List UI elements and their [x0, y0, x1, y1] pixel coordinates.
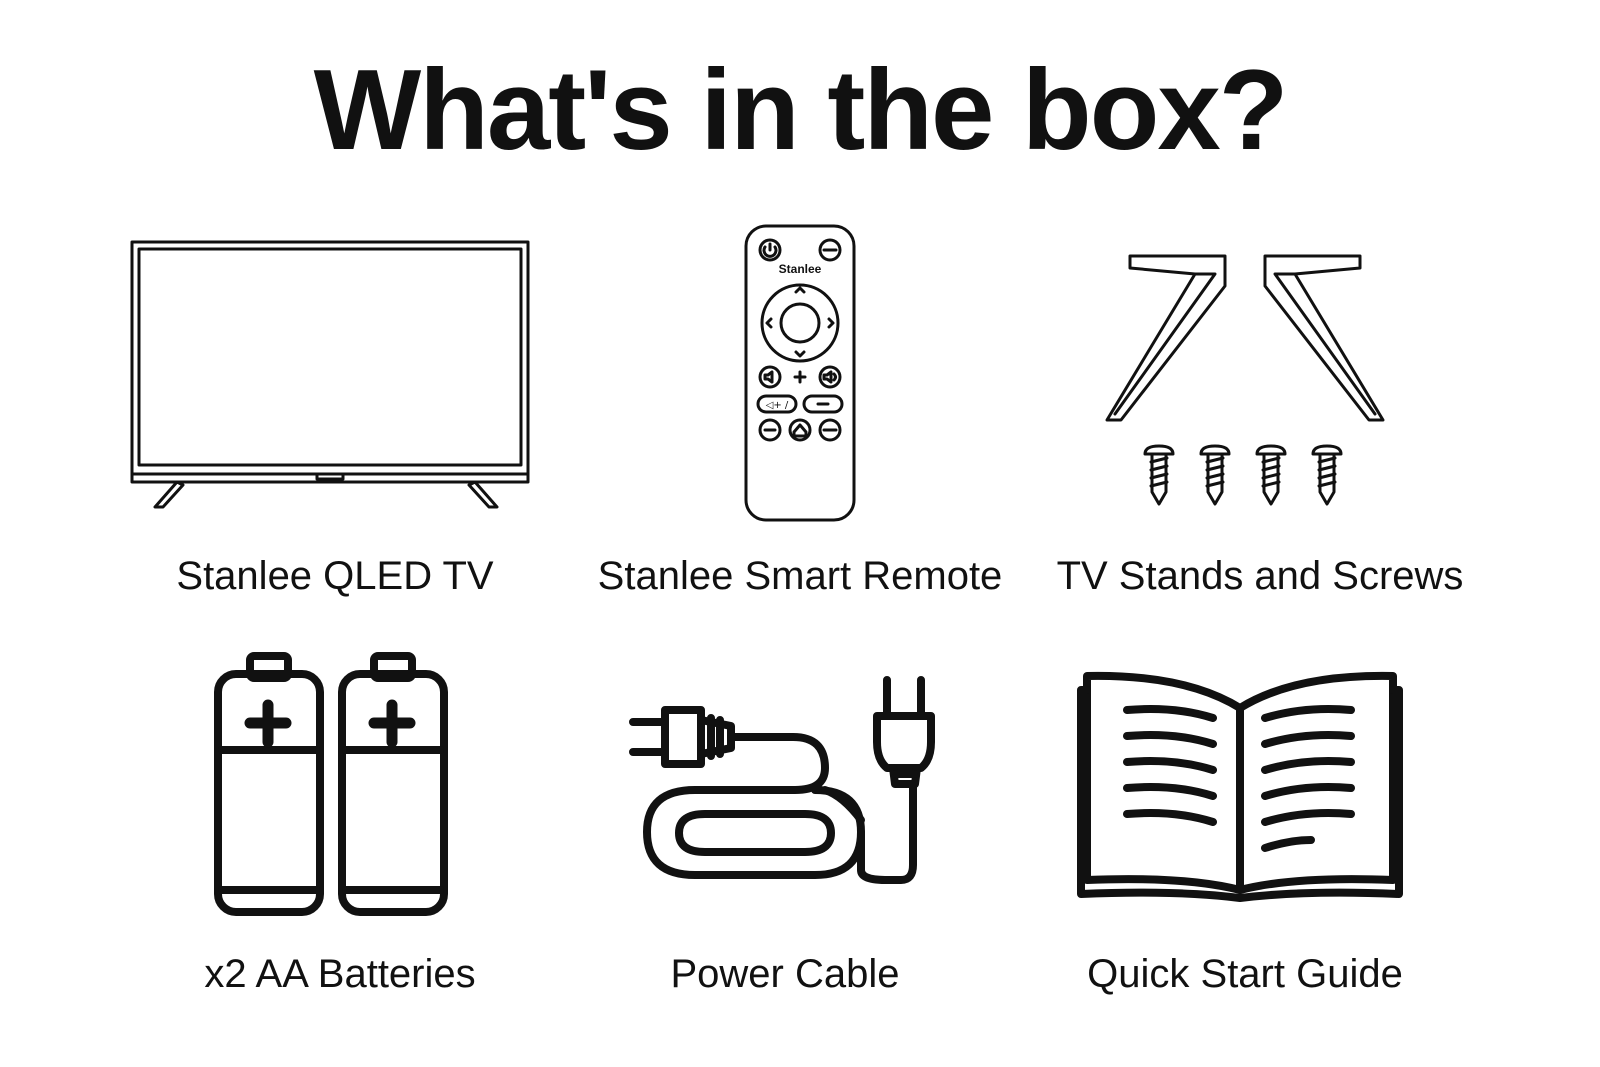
- item-label-tv: Stanlee QLED TV: [176, 554, 494, 598]
- screw-icon: [1311, 444, 1343, 506]
- item-label-batteries: x2 AA Batteries: [204, 952, 476, 996]
- tv-icon: [130, 240, 530, 509]
- right-stand-icon: [1263, 254, 1385, 422]
- svg-text:◁+ /: ◁+ /: [766, 400, 789, 411]
- screw-icon: [1255, 444, 1287, 506]
- left-stand-icon: [1105, 254, 1227, 422]
- page-title: What's in the box?: [313, 47, 1289, 174]
- remote-brand-text: Stanlee: [779, 262, 822, 276]
- power-cable-icon: [629, 676, 935, 884]
- screw-icon: [1199, 444, 1231, 506]
- battery-icon: [338, 652, 448, 916]
- stands-screws-icon: [1105, 254, 1385, 506]
- battery-icon: [214, 652, 324, 916]
- item-label-stands: TV Stands and Screws: [1056, 554, 1464, 598]
- item-label-power-cable: Power Cable: [670, 952, 900, 996]
- batteries-icon: [214, 652, 448, 916]
- item-label-remote: Stanlee Smart Remote: [597, 554, 1003, 598]
- book-icon: [1077, 671, 1403, 902]
- item-label-guide: Quick Start Guide: [1087, 952, 1403, 996]
- screw-icon: [1143, 444, 1175, 506]
- remote-icon: Stanlee ◁+ /: [744, 224, 856, 522]
